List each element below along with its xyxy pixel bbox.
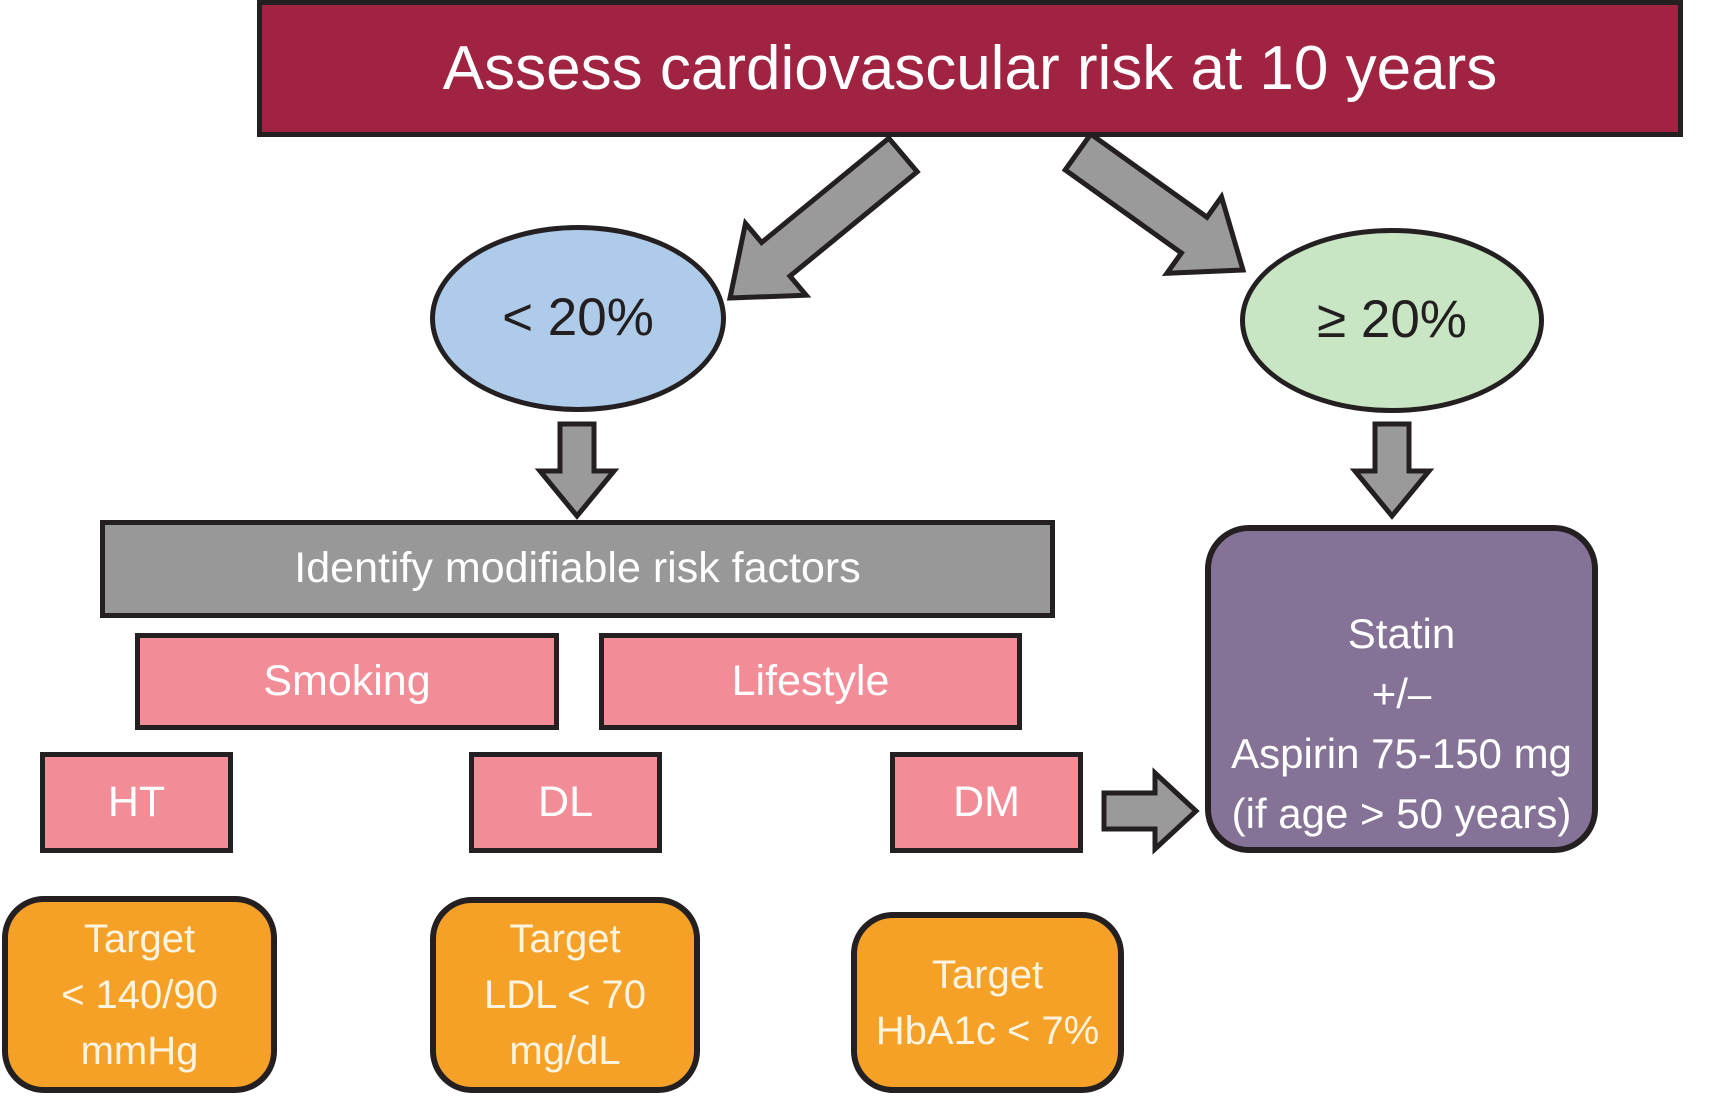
dl-target-box: Target LDL < 70 mg/dL <box>430 897 700 1093</box>
ht-box: HT <box>40 752 233 853</box>
arrow-banner-to-high-risk <box>1061 130 1247 277</box>
dm-box: DM <box>890 752 1083 853</box>
ht-target-box: Target < 140/90 mmHg <box>2 896 277 1093</box>
dm-target-box: Target HbA1c < 7% <box>851 912 1124 1093</box>
dl-box: DL <box>469 752 662 853</box>
lifestyle-box: Lifestyle <box>599 633 1022 730</box>
treatment-box: Statin +/– Aspirin 75-150 mg (if age > 5… <box>1205 525 1598 853</box>
arrow-dm-to-treatment <box>1101 767 1200 855</box>
high-risk-ellipse: ≥ 20% <box>1240 228 1544 413</box>
low-risk-ellipse: < 20% <box>430 225 726 412</box>
title-banner: Assess cardiovascular risk at 10 years <box>257 0 1683 137</box>
smoking-box: Smoking <box>135 633 559 730</box>
arrow-low-risk-to-factors <box>534 421 620 520</box>
arrow-high-risk-to-treatment <box>1349 421 1435 520</box>
arrow-banner-to-low-risk <box>726 134 921 301</box>
risk-factors-header: Identify modifiable risk factors <box>100 520 1055 618</box>
